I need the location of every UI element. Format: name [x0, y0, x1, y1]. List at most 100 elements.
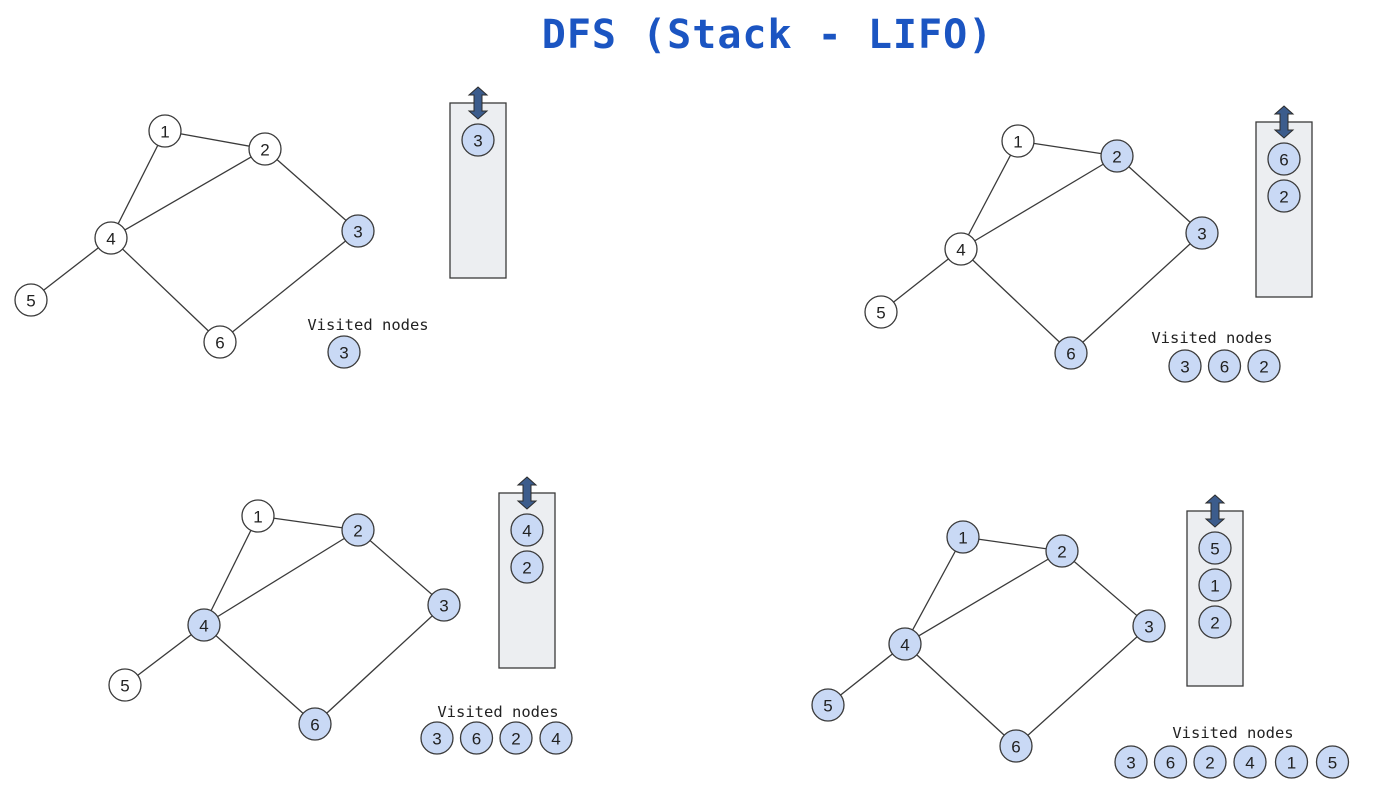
stack-item-5-label: 5	[1210, 540, 1219, 559]
visited-node-3-circle	[1168, 349, 1202, 383]
graph-node-2: 2	[341, 513, 375, 547]
stack-item-2-label: 2	[522, 559, 531, 578]
stack: 3	[449, 86, 507, 279]
visited-node-3-circle	[1114, 745, 1148, 779]
page-title: DFS (Stack - LIFO)	[541, 12, 994, 58]
visited-node-4: 4	[539, 721, 573, 755]
edge-2-4	[904, 550, 1063, 645]
edge-3-6	[1070, 232, 1203, 354]
graph-node-4-label: 4	[199, 617, 208, 636]
graph-node-4-label: 4	[106, 230, 115, 249]
visited-node-3-label: 3	[432, 730, 441, 749]
graph-node-5-label: 5	[823, 697, 832, 716]
graph-node-4-circle	[944, 232, 978, 266]
stack-item-2-circle	[1198, 605, 1232, 639]
graph-node-6-circle	[203, 325, 237, 359]
edge-1-2	[257, 515, 359, 531]
visited-node-3: 3	[1168, 349, 1202, 383]
visited-node-3-label: 3	[1126, 754, 1135, 773]
edge-2-3	[357, 529, 445, 606]
graph-node-5-circle	[864, 295, 898, 329]
edge-3-6	[314, 604, 445, 725]
edge-1-2	[164, 130, 266, 150]
visited-node-4-circle	[539, 721, 573, 755]
stack-item-6: 6	[1267, 142, 1301, 176]
stack: 42	[498, 476, 556, 669]
edge-4-5	[30, 237, 112, 301]
stack-item-2-label: 2	[1279, 188, 1288, 207]
visited-node-4: 4	[1233, 745, 1267, 779]
graph-node-1: 1	[946, 520, 980, 554]
graph-node-2: 2	[248, 132, 282, 166]
edge-2-3	[1061, 550, 1150, 627]
graph-node-6-label: 6	[310, 716, 319, 735]
stack: 5 12	[1186, 494, 1244, 687]
edge-1-4	[960, 140, 1019, 250]
stack-item-2: 2	[1267, 179, 1301, 213]
graph-node-1-label: 1	[160, 123, 169, 142]
graph-node-5: 5	[864, 295, 898, 329]
visited-node-6-label: 6	[472, 730, 481, 749]
graph-node-5-label: 5	[876, 304, 885, 323]
edge-1-4	[203, 515, 259, 626]
edge-4-6	[203, 624, 316, 725]
visited-node-1: 1	[1274, 745, 1309, 779]
graph-node-1-circle	[241, 499, 275, 533]
visited-node-3-label: 3	[339, 344, 348, 363]
visited-nodes-label: Visited nodes	[1172, 724, 1293, 742]
visited-node-3-label: 3	[1180, 358, 1189, 377]
edge-3-6	[219, 230, 359, 343]
graph-node-1: 1	[148, 114, 182, 148]
graph-node-4-circle	[94, 221, 128, 255]
graph-node-5: 5	[811, 688, 845, 722]
graph-node-6: 6	[298, 707, 332, 741]
graph-node-2-circle	[341, 513, 375, 547]
visited-node-2-circle	[1193, 745, 1227, 779]
graph-node-6-label: 6	[1066, 345, 1075, 364]
visited-node-6-label: 6	[1166, 754, 1175, 773]
graph-node-5-circle	[14, 283, 48, 317]
visited-node-4-circle	[1233, 745, 1267, 779]
stack-item-2: 2	[510, 550, 544, 584]
stack-item-2: 2	[1198, 605, 1232, 639]
graph-node-1: 1	[1001, 124, 1035, 158]
visited-node-2: 2	[1193, 745, 1227, 779]
visited-node-5-circle	[1315, 745, 1350, 779]
stack-item-4-circle	[510, 513, 544, 547]
graph-node-6-label: 6	[215, 334, 224, 353]
graph-node-1-circle	[946, 520, 980, 554]
edge-4-5	[880, 248, 962, 313]
edge-4-6	[960, 248, 1072, 354]
stack-item-2-circle	[510, 550, 544, 584]
stack-item-1: 1	[1198, 568, 1232, 602]
edge-2-4	[203, 529, 359, 626]
graph-node-1-circle	[1001, 124, 1035, 158]
stack-item-5-circle	[1198, 531, 1232, 565]
edge-1-4	[110, 130, 166, 239]
graph-node-1: 1	[241, 499, 275, 533]
graph-node-2-circle	[1100, 139, 1134, 173]
graph-node-3: 3	[1132, 609, 1166, 643]
visited-nodes-label: Visited nodes	[1151, 329, 1272, 347]
visited-node-2-label: 2	[511, 730, 520, 749]
edge-1-4	[904, 536, 964, 645]
visited-node-3-circle	[327, 335, 361, 369]
visited-node-2-circle	[499, 721, 533, 755]
visited-node-3: 3	[1114, 745, 1148, 779]
graph-node-3-circle	[341, 214, 375, 248]
graph-node-2: 2	[1100, 139, 1134, 173]
graph-node-4: 4	[187, 608, 221, 642]
visited-node-5: 5	[1315, 745, 1350, 779]
edge-1-2	[962, 536, 1063, 552]
graph-node-1-label: 1	[958, 529, 967, 548]
graph-node-5-circle	[108, 668, 142, 702]
push-pop-arrow-icon	[1204, 494, 1226, 528]
graph-node-3-label: 3	[353, 223, 362, 242]
edge-2-3	[264, 148, 359, 232]
graph-node-4: 4	[94, 221, 128, 255]
visited-node-6-label: 6	[1220, 358, 1229, 377]
visited-node-6: 6	[1207, 349, 1242, 383]
